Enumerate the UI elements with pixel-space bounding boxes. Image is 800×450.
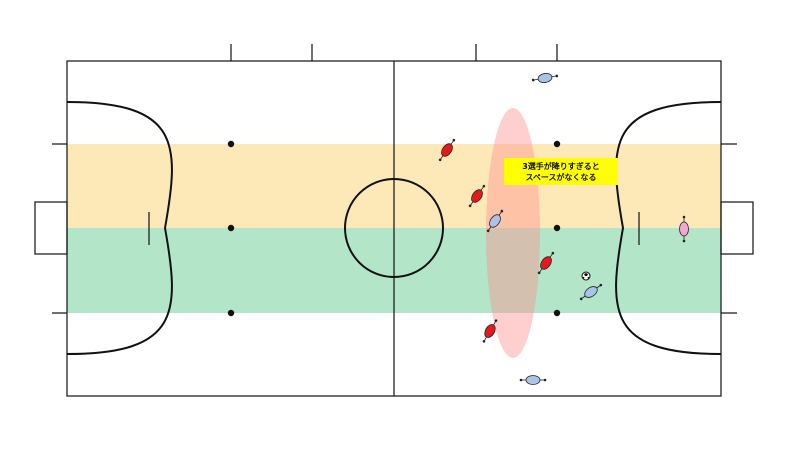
defender-player (531, 73, 559, 83)
right-penalty-area (615, 101, 722, 355)
ball (581, 271, 591, 281)
court-dots (227, 140, 561, 317)
annotation-callout: 3選手が降りすぎると スペースがなくなる (504, 158, 618, 185)
callout-line-1: 3選手が降りすぎると (522, 161, 600, 171)
court-dot (227, 309, 235, 317)
attacker-player (438, 138, 456, 162)
goalkeeper-player (679, 215, 689, 243)
court-dot (553, 140, 561, 148)
attacker-player (468, 184, 486, 208)
callout-background (504, 158, 618, 185)
court-lines (34, 44, 754, 397)
court-dot (227, 224, 235, 232)
court-dot (227, 140, 235, 148)
center-circle (344, 178, 444, 278)
court-dot (553, 224, 561, 232)
left-penalty-area (66, 101, 173, 355)
defender-player (519, 375, 547, 385)
right-goal (720, 201, 754, 255)
defender-player (486, 209, 504, 233)
attacker-player (482, 319, 498, 343)
attacker-player (537, 251, 555, 275)
crowded-zone-highlight (486, 108, 540, 358)
defender-player (579, 283, 603, 301)
callout-line-2: スペースがなくなる (525, 172, 596, 182)
left-goal (34, 201, 68, 255)
court-dot (553, 309, 561, 317)
